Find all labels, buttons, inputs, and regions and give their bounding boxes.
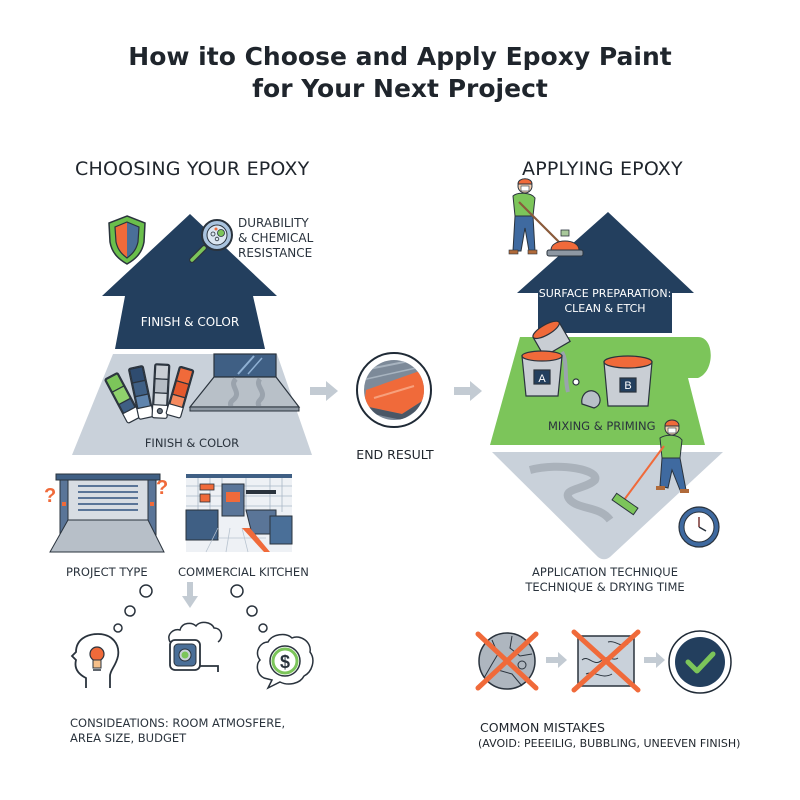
durability-line-1: DURABILITY (238, 216, 309, 230)
magnifier-icon (189, 219, 233, 263)
bubbling-crossed-icon (571, 629, 641, 693)
page-title-line2: for Your Next Project (252, 74, 548, 103)
end-result-label: END RESULT (356, 447, 434, 462)
squeegee-head-icon (611, 492, 639, 516)
durability-line-2: & CHEMICAL (238, 231, 314, 245)
surface-prep-label: SURFACE PREPARATION: CLEAN & ETCH (520, 286, 690, 316)
squeegee-worker-icon (623, 419, 689, 501)
kitchen-icon (185, 474, 293, 553)
epoxy-floor-sample-icon (188, 353, 301, 412)
application-line-1: APPLICATION TECHNIQUE (532, 565, 678, 579)
checkmark-icon (668, 630, 732, 694)
bucket-a-label: A (538, 373, 546, 385)
durability-line-3: RESISTANCE (238, 246, 313, 260)
project-type-label: PROJECT TYPE (66, 565, 148, 579)
head-lightbulb-icon (70, 633, 120, 688)
surface-prep-line-2: CLEAN & ETCH (564, 302, 646, 315)
page-title-line1: How ito Choose and Apply Epoxy Paint (128, 42, 672, 71)
svg-text:?: ? (44, 485, 56, 507)
choosing-heading: CHOOSING YOUR EPOXY (75, 158, 310, 180)
arrow-to-end-result-icon (310, 381, 338, 401)
surface-prep-line-1: SURFACE PREPARATION: (538, 287, 672, 300)
top-arrow-label: FINISH & COLOR (140, 315, 240, 329)
common-mistakes-detail: (AVOID: PEEEILIG, BUBBLING, UNEEVEN FINI… (478, 737, 741, 750)
considerations-line-2: AREA SIZE, BUDGET (70, 731, 187, 745)
bucket-b-label: B (624, 380, 631, 392)
coated-floor-icon (356, 352, 432, 428)
paint-buckets-icon: A B (521, 320, 653, 409)
considerations-text: CONSIDEATIONS: ROOM ATMOSFERE, AREA SIZE… (70, 716, 285, 746)
arrow-to-applying-icon (454, 381, 482, 401)
considerations-line-1: CONSIDEATIONS: ROOM ATMOSFERE, (70, 716, 286, 730)
application-label: APPLICATION TECHNIQUE TECHNIQUE & DRYING… (480, 565, 730, 595)
dollar-thought-icon: $ (256, 633, 314, 690)
tape-measure-icon (168, 621, 223, 672)
base-label: FINISH & COLOR (144, 436, 240, 450)
mixing-priming-label: MIXING & PRIMING (548, 419, 656, 433)
peeling-crossed-icon (475, 631, 539, 691)
color-swatch-fan-icon (104, 363, 195, 424)
down-arrow-icon (182, 582, 198, 608)
svg-text:$: $ (280, 652, 290, 672)
durability-label: DURABILITY & CHEMICAL RESISTANCE (238, 216, 313, 261)
application-line-2: TECHNIQUE & DRYING TIME (525, 580, 685, 594)
floor-grinder-worker-icon (508, 178, 584, 257)
arrow-mistake-2-icon (644, 652, 665, 668)
applying-heading: APPLYING EPOXY (522, 158, 683, 180)
shield-icon (108, 215, 146, 265)
svg-text:?: ? (156, 477, 168, 499)
common-mistakes-heading: COMMON MISTAKES (480, 720, 605, 735)
garage-icon: ? ? (44, 473, 168, 553)
clock-icon (678, 506, 720, 548)
commercial-kitchen-label: COMMERCIAL KITCHEN (178, 565, 309, 579)
arrow-mistake-1-icon (546, 652, 567, 668)
